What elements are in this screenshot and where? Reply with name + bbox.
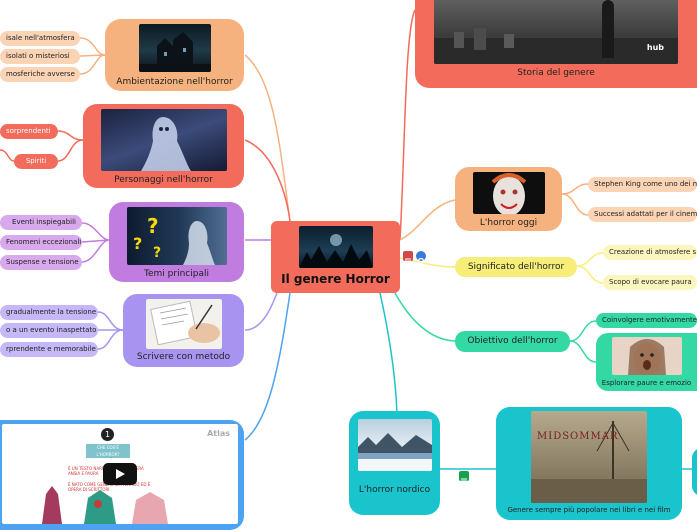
clown-face-icon — [491, 173, 526, 214]
oggi-item-2[interactable]: Successi adattati per il cinema — [588, 207, 697, 222]
question-mark-icon: ? ? ? — [133, 214, 215, 265]
obiettivo-item-2-label: Esplorare paure e emozio — [601, 379, 692, 387]
oggi-label: L'horror oggi — [479, 218, 538, 228]
ambientazione-item-3[interactable]: mosferiche avverse — [0, 67, 80, 82]
notes-icon[interactable] — [403, 251, 413, 264]
significato-node[interactable]: Significato dell'horror — [455, 257, 577, 277]
scared-woman-image — [611, 337, 682, 375]
temi-label: Temi principali — [144, 269, 209, 279]
scrivere-item-1[interactable]: gradualmente la tensione — [0, 305, 98, 320]
hub-badge: hub — [646, 43, 664, 52]
writing-hand-image — [145, 299, 222, 349]
temi-item-2[interactable]: Fenomeni eccezionali — [0, 235, 82, 250]
central-title: Il genere Horror — [281, 272, 390, 286]
atlas-video-thumbnail[interactable]: Atlas 1 CHE COS'È L'HORROR? È UN TESTO N… — [2, 424, 238, 524]
poster-title: MIDSOMMAR — [537, 431, 619, 442]
oggi-item-1[interactable]: Stephen King come uno dei m — [588, 177, 697, 192]
ambientazione-node[interactable]: Ambientazione nell'horror — [105, 19, 244, 91]
scrivere-label: Scrivere con metodo — [136, 352, 231, 362]
ambientazione-item-1[interactable]: isale nell'atmosfera — [0, 31, 80, 46]
edge-node-fragment — [692, 448, 697, 496]
central-node[interactable]: Il genere Horror — [271, 221, 400, 293]
snowy-lake-icon — [357, 433, 432, 471]
obiettivo-item-1[interactable]: Coinvolgere emotivamente — [596, 313, 697, 328]
ghost-icon — [140, 117, 191, 171]
haunted-house-image — [138, 24, 211, 72]
obiettivo-label: Obiettivo dell'horror — [467, 336, 558, 346]
svg-text:?: ? — [147, 214, 159, 238]
question-marks-image: ? ? ? — [126, 207, 227, 265]
obiettivo-item-2[interactable]: Esplorare paure e emozio — [596, 333, 697, 391]
svg-text:?: ? — [133, 234, 142, 253]
personaggi-label: Personaggi nell'horror — [114, 175, 213, 185]
number-badge: 1 — [101, 428, 114, 441]
haunted-house-icon — [138, 32, 211, 72]
storia-label: Storia del genere — [517, 68, 595, 78]
obiettivo-node[interactable]: Obiettivo dell'horror — [455, 331, 570, 352]
atlas-illustration — [42, 486, 168, 524]
nordico-node[interactable]: L'horror nordico — [349, 411, 440, 515]
significato-label: Significato dell'horror — [467, 261, 565, 272]
personaggi-item-2[interactable]: Spiriti — [14, 154, 58, 169]
nordico-subnode[interactable]: MIDSOMMAR Genere sempre più popolare nei… — [496, 407, 682, 520]
oggi-node[interactable]: L'horror oggi — [455, 167, 562, 231]
personaggi-item-1[interactable]: sorprendenti — [0, 124, 58, 139]
scared-face-icon — [627, 339, 666, 375]
svg-text:?: ? — [153, 245, 161, 261]
personaggi-node[interactable]: Personaggi nell'horror — [83, 104, 244, 188]
midsommar-poster: MIDSOMMAR — [531, 411, 647, 503]
significato-item-1[interactable]: Creazione di atmosfere s — [603, 245, 697, 260]
temi-node[interactable]: ? ? ? Temi principali — [109, 202, 244, 282]
atlas-video-node[interactable]: Atlas 1 CHE COS'È L'HORROR? È UN TESTO N… — [0, 420, 244, 530]
nordico-notes-icon[interactable] — [459, 471, 469, 484]
play-button-icon[interactable] — [103, 463, 137, 485]
storia-node[interactable]: hub Storia del genere — [415, 0, 697, 88]
ghost-image — [100, 109, 227, 171]
dark-forest-icon — [298, 234, 373, 268]
central-image — [298, 226, 373, 268]
atlas-logo: Atlas — [207, 429, 230, 438]
significato-item-2[interactable]: Scopo di evocare paura — [603, 275, 697, 290]
storia-video-thumbnail[interactable]: hub — [434, 0, 678, 64]
temi-item-1[interactable]: Eventi inspiegabili — [0, 215, 82, 230]
link-icon[interactable] — [416, 251, 426, 265]
scrivere-item-2[interactable]: o a un evento inaspettato — [0, 323, 98, 338]
ambientazione-label: Ambientazione nell'horror — [116, 77, 233, 87]
ambientazione-item-2[interactable]: isolati o misteriosi — [0, 49, 80, 64]
nordico-label: L'horror nordico — [358, 485, 431, 495]
scrivere-item-3[interactable]: rprendente e memorabile — [0, 342, 98, 357]
atlas-heading: CHE COS'È L'HORROR? — [86, 444, 130, 458]
graveyard-icon — [434, 0, 678, 64]
clown-image — [472, 172, 545, 214]
writing-hand-icon — [149, 300, 220, 346]
scrivere-node[interactable]: Scrivere con metodo — [123, 294, 244, 367]
nordico-subnode-label: Genere sempre più popolare nei libri e n… — [507, 506, 671, 514]
nordic-landscape-image — [357, 419, 432, 471]
maypole-icon — [531, 421, 647, 503]
temi-item-3[interactable]: Suspense e tensione — [0, 255, 82, 270]
